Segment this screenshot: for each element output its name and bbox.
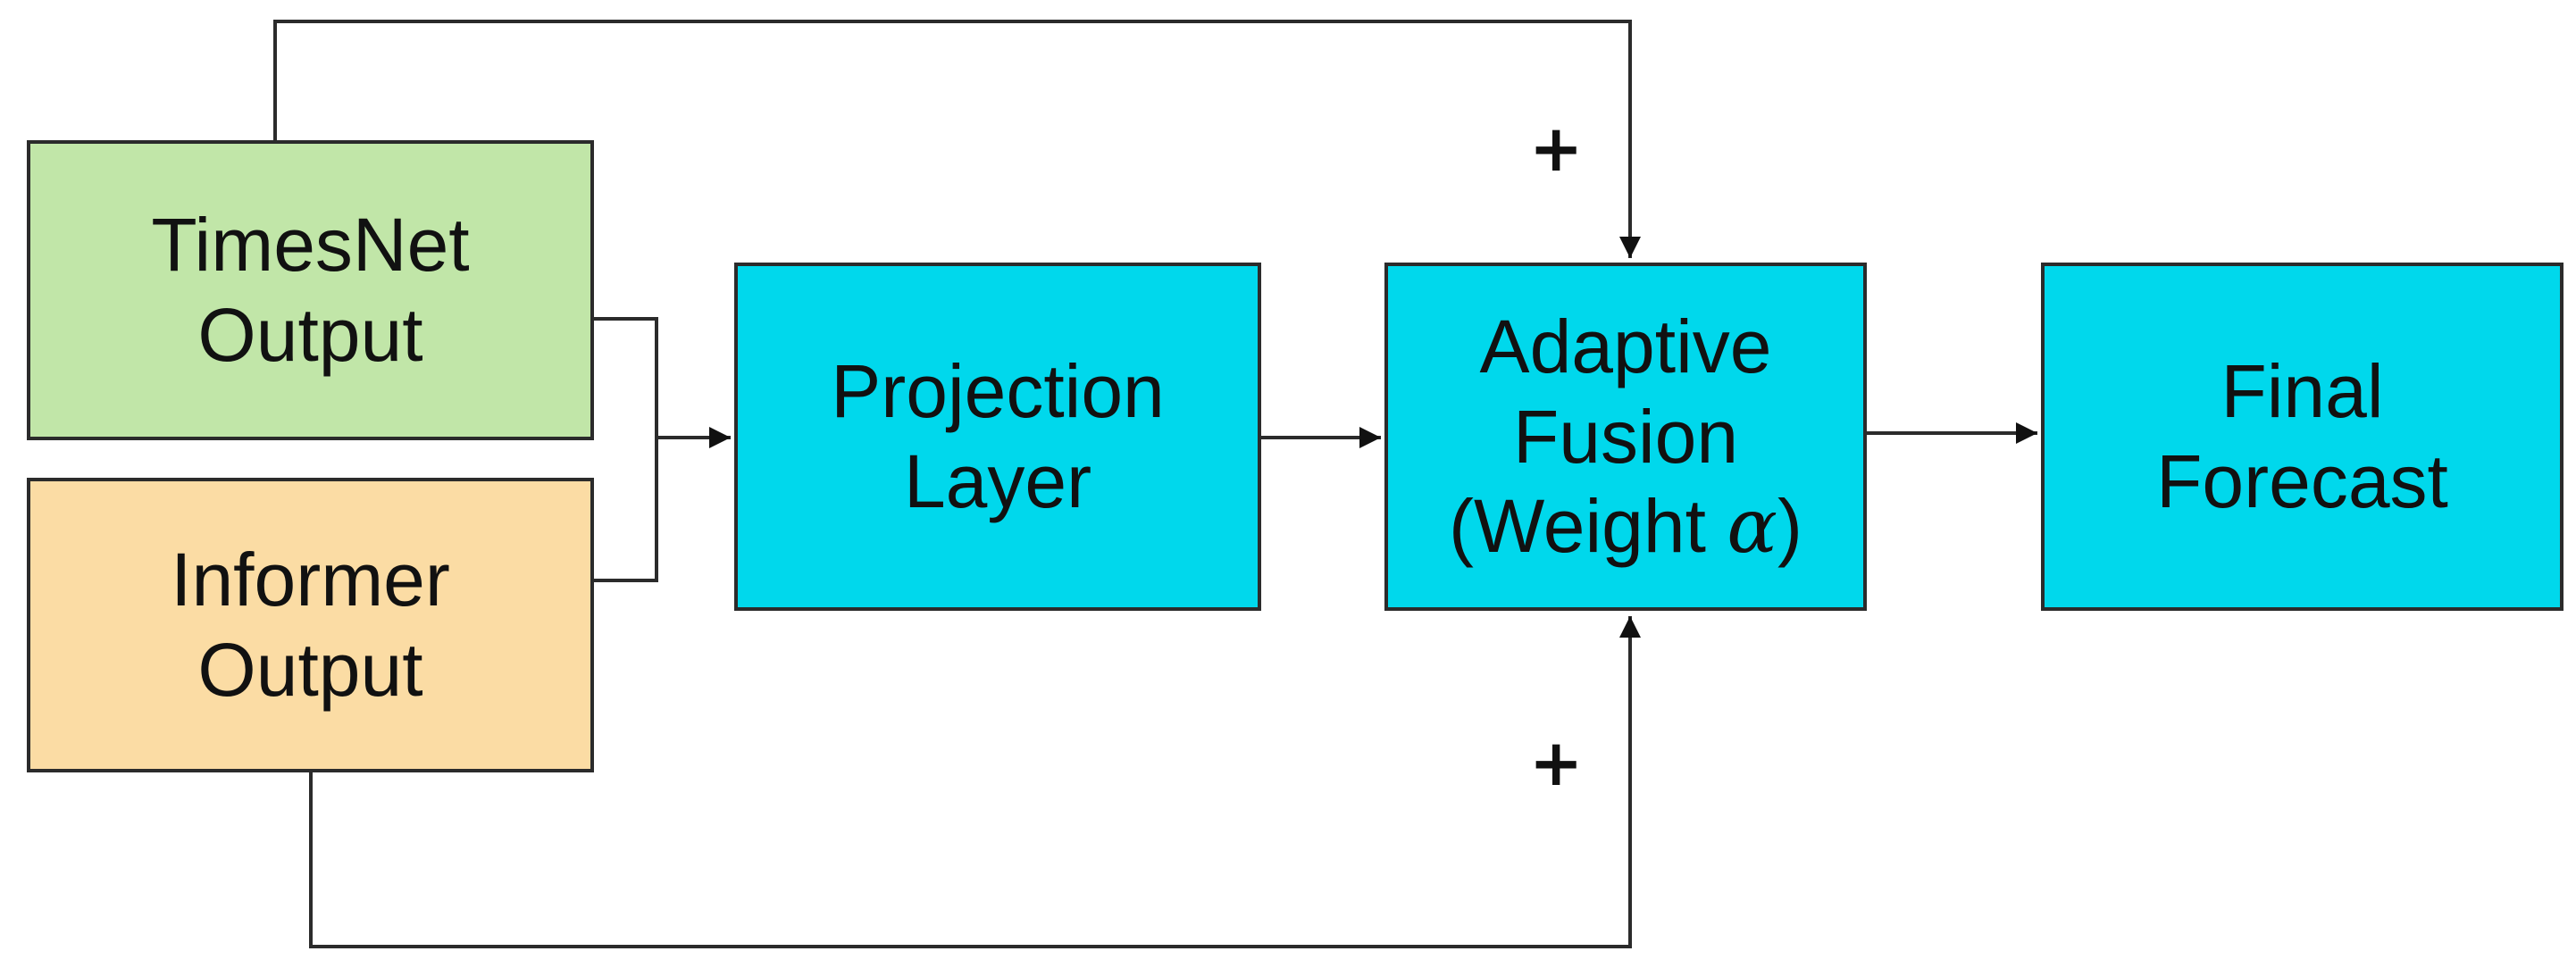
adaptive-fusion-node: Adaptive Fusion (Weight α) <box>1384 263 1867 611</box>
merge-bracket-connector <box>594 317 658 582</box>
projection-layer-line2: Layer <box>903 439 1092 523</box>
alpha-symbol: α <box>1727 482 1777 571</box>
projection-layer-line1: Projection <box>831 349 1165 434</box>
timesnet-skip-connector <box>273 20 1641 258</box>
informer-skip-connector <box>309 616 1641 948</box>
adaptive-fusion-line3: (Weight α) <box>1449 481 1802 572</box>
informer-output-line1: Informer <box>171 538 450 622</box>
weight-suffix: ) <box>1777 484 1802 569</box>
projection-layer-node: Projection Layer <box>734 263 1261 611</box>
adaptive-fusion-line2: Fusion <box>1512 394 1739 479</box>
final-forecast-node: Final Forecast <box>2041 263 2563 611</box>
informer-output-line2: Output <box>197 628 423 712</box>
plus-sign-top: + <box>1529 111 1584 186</box>
informer-output-node: Informer Output <box>27 478 594 772</box>
timesnet-output-line2: Output <box>197 293 423 377</box>
adaptive-fusion-line1: Adaptive <box>1479 304 1772 388</box>
final-forecast-line2: Forecast <box>2156 439 2448 523</box>
final-forecast-line1: Final <box>2221 349 2384 434</box>
plus-sign-bottom: + <box>1529 725 1584 800</box>
weight-prefix: (Weight <box>1449 484 1727 569</box>
timesnet-output-node: TimesNet Output <box>27 140 594 440</box>
timesnet-output-line1: TimesNet <box>151 203 470 288</box>
